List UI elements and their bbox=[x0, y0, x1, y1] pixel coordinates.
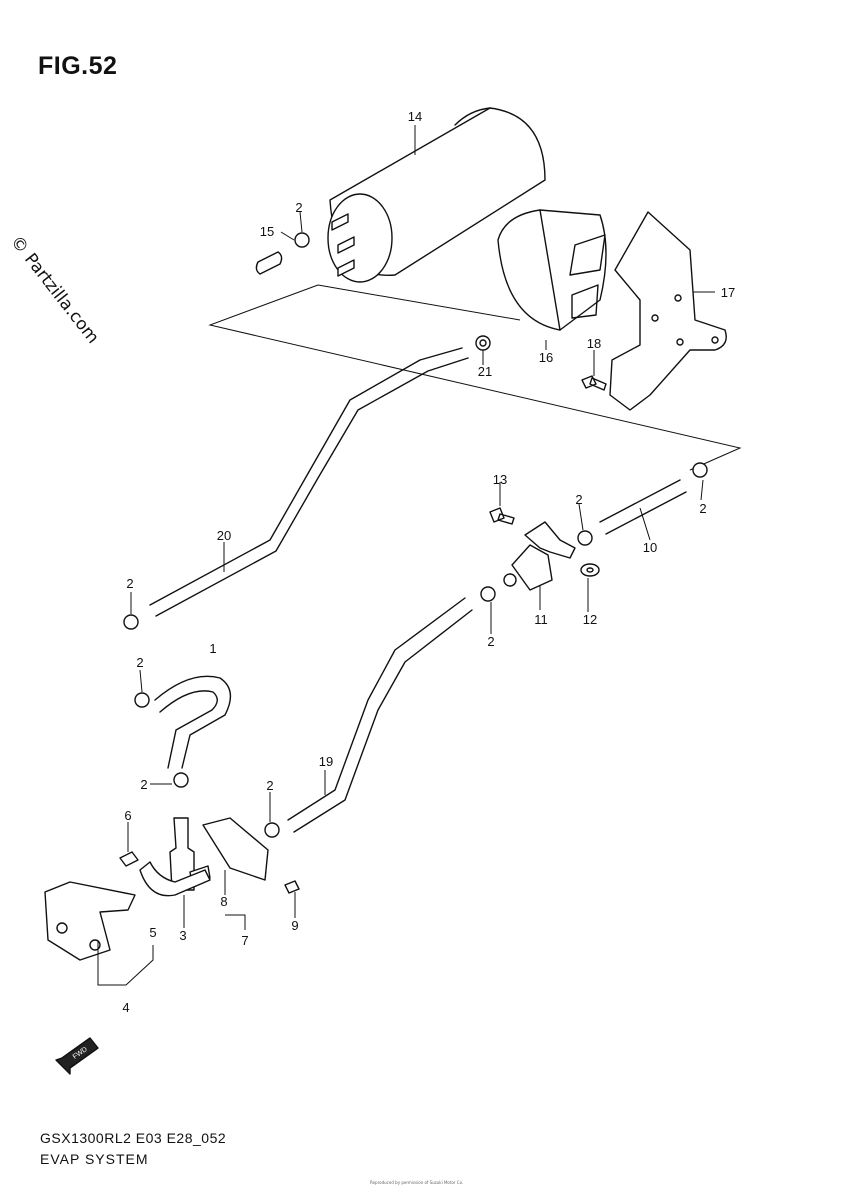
cap-part[interactable] bbox=[255, 251, 283, 275]
callout-2: 2 bbox=[140, 777, 147, 792]
callout-labels: 14 15 2 21 16 18 17 13 2 2 10 11 12 2 20… bbox=[122, 109, 735, 1015]
hose-part-1[interactable] bbox=[154, 675, 232, 769]
canister-part[interactable] bbox=[327, 107, 546, 283]
callout-2: 2 bbox=[126, 576, 133, 591]
callout-20: 20 bbox=[217, 528, 231, 543]
bolt-part-6[interactable] bbox=[119, 851, 139, 867]
callout-17: 17 bbox=[721, 285, 735, 300]
clamp-part-7[interactable] bbox=[202, 817, 269, 881]
callout-19: 19 bbox=[319, 754, 333, 769]
callout-5: 5 bbox=[149, 925, 156, 940]
callout-11: 11 bbox=[534, 612, 548, 627]
callout-10: 10 bbox=[643, 540, 657, 555]
clamp-part-8[interactable] bbox=[139, 861, 211, 897]
callout-3: 3 bbox=[179, 928, 186, 943]
callout-13: 13 bbox=[493, 472, 507, 487]
figure-title: FIG.52 bbox=[38, 52, 118, 80]
clamp-part-21[interactable] bbox=[475, 335, 491, 351]
callout-7: 7 bbox=[241, 933, 248, 948]
hose-part-10[interactable] bbox=[599, 479, 687, 535]
hose-part-20[interactable] bbox=[149, 347, 469, 617]
callout-1: 1 bbox=[209, 641, 216, 656]
callout-2: 2 bbox=[136, 655, 143, 670]
clamps-part-2[interactable] bbox=[123, 232, 708, 838]
copyright-notice: Reproduced by permission of Suzuki Motor… bbox=[370, 1180, 464, 1185]
bracket-part[interactable] bbox=[609, 211, 727, 411]
leader-lines bbox=[97, 125, 715, 986]
bracket-part-4[interactable] bbox=[44, 881, 136, 961]
canister-holder-part[interactable] bbox=[497, 209, 607, 331]
callout-16: 16 bbox=[539, 350, 553, 365]
callout-6: 6 bbox=[124, 808, 131, 823]
callout-4: 4 bbox=[122, 1000, 129, 1015]
callout-18: 18 bbox=[587, 336, 601, 351]
bolt-part-18[interactable] bbox=[581, 375, 607, 391]
section-name: EVAP SYSTEM bbox=[40, 1151, 149, 1167]
callout-2: 2 bbox=[699, 501, 706, 516]
callout-15: 15 bbox=[260, 224, 274, 239]
assembly-lines bbox=[208, 284, 742, 471]
hose-part-19[interactable] bbox=[287, 597, 473, 833]
bolt-part-13[interactable] bbox=[489, 507, 515, 525]
callout-9: 9 bbox=[291, 918, 298, 933]
callout-2: 2 bbox=[295, 200, 302, 215]
fwd-arrow-icon: FWD bbox=[55, 1037, 99, 1075]
washer-part-12[interactable] bbox=[580, 563, 600, 577]
valve-part-11[interactable] bbox=[503, 521, 576, 591]
callout-14: 14 bbox=[408, 109, 422, 124]
callout-2: 2 bbox=[487, 634, 494, 649]
callout-8: 8 bbox=[220, 894, 227, 909]
bolt-part-9[interactable] bbox=[284, 880, 300, 894]
callout-2: 2 bbox=[575, 492, 582, 507]
callout-12: 12 bbox=[583, 612, 597, 627]
callout-21: 21 bbox=[478, 364, 492, 379]
callout-2: 2 bbox=[266, 778, 273, 793]
model-code: GSX1300RL2 E03 E28_052 bbox=[40, 1130, 227, 1146]
